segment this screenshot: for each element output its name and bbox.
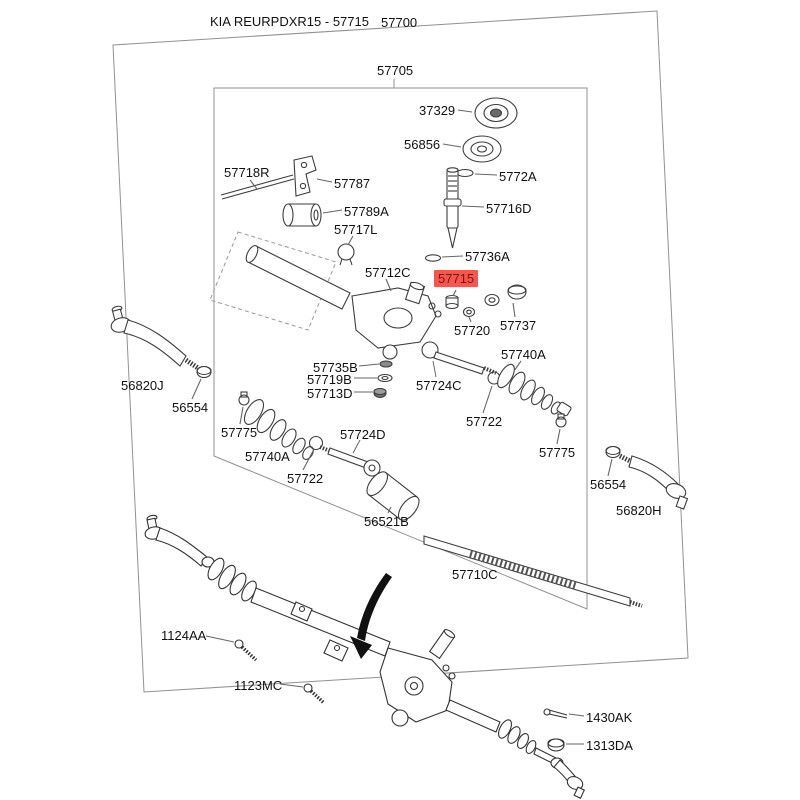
part-drawing-57789A bbox=[282, 203, 343, 227]
part-drawing-5772A bbox=[456, 168, 498, 178]
part-drawing-56554-left bbox=[191, 365, 212, 400]
part-label-37329[interactable]: 37329 bbox=[419, 103, 456, 118]
part-label-57715[interactable]: 57715 bbox=[434, 270, 479, 287]
part-drawing-57740A-left bbox=[243, 399, 314, 460]
part-drawing-57719B bbox=[354, 373, 393, 383]
part-drawing-57787 bbox=[293, 155, 333, 197]
part-label-1430AK[interactable]: 1430AK bbox=[586, 710, 633, 725]
part-label-56554-left[interactable]: 56554 bbox=[172, 400, 209, 415]
part-drawing-57735B bbox=[358, 360, 393, 368]
part-label-56521B[interactable]: 56521B bbox=[364, 514, 409, 529]
part-drawing-57720 bbox=[462, 306, 476, 323]
part-drawing-57717L bbox=[337, 235, 355, 266]
part-label-57789A[interactable]: 57789A bbox=[344, 204, 389, 219]
part-drawing-57737 bbox=[484, 284, 527, 318]
part-drawing-57722-right bbox=[482, 371, 501, 414]
part-label-57724C[interactable]: 57724C bbox=[416, 378, 462, 393]
part-label-56856[interactable]: 56856 bbox=[404, 137, 441, 152]
part-label-57700[interactable]: 57700 bbox=[381, 15, 418, 30]
part-label-57722-left[interactable]: 57722 bbox=[287, 471, 324, 486]
install-arrow bbox=[350, 573, 392, 659]
part-drawing-57716D bbox=[443, 167, 485, 249]
part-drawing-1313DA bbox=[547, 738, 584, 752]
part-label-57717L[interactable]: 57717L bbox=[334, 222, 378, 237]
assembled-view bbox=[144, 514, 586, 799]
catalog-code: KIA REURPDXR15 - 57715 bbox=[210, 14, 369, 29]
part-drawing-1124AA bbox=[205, 635, 258, 662]
part-drawing-57713D bbox=[354, 387, 387, 399]
part-label-57719B[interactable]: 57719B bbox=[307, 372, 352, 387]
part-drawing-57715 bbox=[445, 289, 459, 310]
part-label-1124AA[interactable]: 1124AA bbox=[161, 628, 207, 643]
part-drawing-57724C bbox=[421, 341, 497, 378]
part-label-57737[interactable]: 57737 bbox=[500, 318, 537, 333]
part-label-1123MC[interactable]: 1123MC bbox=[234, 678, 283, 693]
part-label-56820J[interactable]: 56820J bbox=[121, 378, 164, 393]
part-label-57775-right[interactable]: 57775 bbox=[539, 445, 576, 460]
part-drawing-57775-left bbox=[238, 391, 250, 425]
part-drawing-57775-right bbox=[555, 413, 567, 445]
part-label-57736A[interactable]: 57736A bbox=[465, 249, 510, 264]
part-drawing-56820J bbox=[110, 305, 200, 371]
outer-frame bbox=[112, 10, 689, 693]
part-label-57787[interactable]: 57787 bbox=[334, 176, 371, 191]
part-drawing-57740A-right bbox=[497, 360, 572, 417]
part-label-57718R[interactable]: 57718R bbox=[224, 165, 270, 180]
part-label-57713D[interactable]: 57713D bbox=[307, 386, 353, 401]
part-drawing-56521B bbox=[366, 471, 420, 521]
part-label-57724D[interactable]: 57724D bbox=[340, 427, 386, 442]
part-label-56554-right[interactable]: 56554 bbox=[590, 477, 627, 492]
inner-frame bbox=[213, 79, 588, 610]
part-drawing-57712C bbox=[245, 245, 442, 360]
part-drawing-1123MC bbox=[279, 683, 326, 705]
dashed-group-box bbox=[209, 231, 337, 331]
part-label-57720[interactable]: 57720 bbox=[454, 323, 491, 338]
part-label-57705[interactable]: 57705 bbox=[377, 63, 414, 78]
part-drawing-57710C bbox=[423, 535, 643, 608]
part-drawing-37329 bbox=[457, 97, 518, 129]
part-label-57722-right[interactable]: 57722 bbox=[466, 414, 503, 429]
part-label-56820H[interactable]: 56820H bbox=[616, 503, 662, 518]
part-label-57740A-left[interactable]: 57740A bbox=[245, 449, 290, 464]
part-label-57735B[interactable]: 57735B bbox=[313, 360, 358, 375]
part-drawing-57736A bbox=[424, 254, 464, 262]
part-label-57740A-right[interactable]: 57740A bbox=[501, 347, 546, 362]
part-label-5772A[interactable]: 5772A bbox=[499, 169, 537, 184]
part-label-1313DA[interactable]: 1313DA bbox=[586, 738, 633, 753]
part-drawing-56856 bbox=[442, 135, 502, 163]
part-label-57712C[interactable]: 57712C bbox=[365, 265, 411, 280]
part-drawing-57718R bbox=[220, 174, 295, 200]
part-drawing-56820H bbox=[618, 453, 689, 510]
part-label-57775-left[interactable]: 57775 bbox=[221, 425, 258, 440]
part-drawing-57722-left bbox=[302, 435, 324, 471]
part-label-57716D[interactable]: 57716D bbox=[486, 201, 532, 216]
part-label-57710C[interactable]: 57710C bbox=[452, 567, 498, 582]
part-drawing-57724D bbox=[319, 439, 381, 477]
part-drawing-56554-right bbox=[605, 445, 621, 477]
part-drawing-1430AK bbox=[543, 708, 585, 719]
